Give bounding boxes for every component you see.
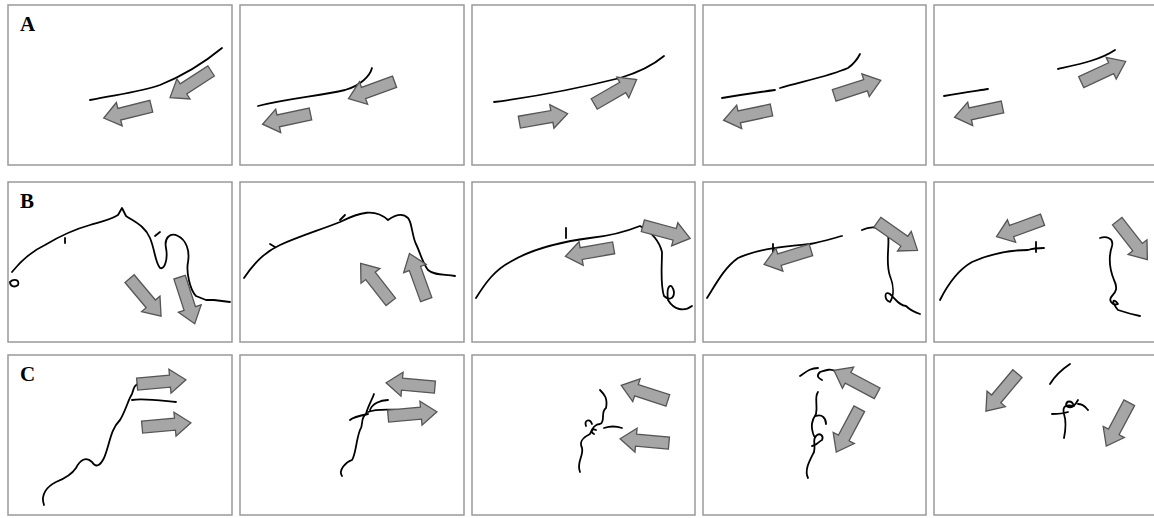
panel-letter: A xyxy=(20,14,35,35)
panel-letter: B xyxy=(20,191,34,212)
panel-frames xyxy=(8,5,1154,515)
panel-letter: C xyxy=(20,364,35,385)
force-arrows xyxy=(101,51,1154,458)
fiber-lines xyxy=(10,48,1140,505)
